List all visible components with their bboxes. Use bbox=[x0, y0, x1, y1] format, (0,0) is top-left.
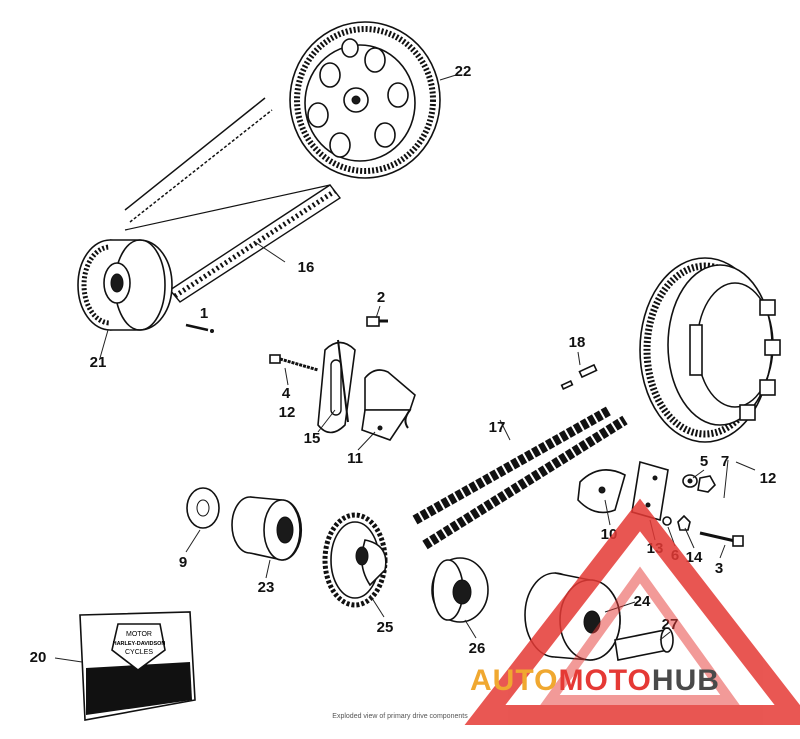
callout-9: 9 bbox=[179, 554, 187, 571]
callout-16: 16 bbox=[298, 259, 315, 276]
logo-line-1: MOTOR bbox=[126, 631, 152, 638]
washer-9 bbox=[186, 487, 220, 529]
bolt-3 bbox=[699, 531, 744, 547]
callout-3: 3 bbox=[715, 560, 723, 577]
chain-link-18 bbox=[560, 363, 598, 390]
front-pulley-21 bbox=[77, 239, 173, 331]
shaft-27 bbox=[614, 627, 674, 661]
clutch-basket bbox=[639, 257, 781, 443]
watermark-triangle bbox=[464, 498, 800, 725]
drive-belt-upper bbox=[124, 97, 331, 231]
callout-25: 25 bbox=[377, 619, 394, 636]
sprocket-25 bbox=[322, 512, 388, 608]
spacer-10 bbox=[577, 469, 626, 514]
logo-box-20: MOTOR HARLEY-DAVIDSON CYCLES bbox=[79, 611, 196, 721]
callout-11: 11 bbox=[347, 450, 363, 467]
logo-line-2: HARLEY-DAVIDSON bbox=[113, 641, 166, 647]
watermark-part-b: MOTO bbox=[558, 664, 651, 697]
lock-tab-14 bbox=[662, 514, 691, 531]
spline-hub-26 bbox=[431, 557, 489, 623]
watermark-part-a: AUTO bbox=[470, 664, 558, 697]
callout-7: 7 bbox=[721, 453, 729, 470]
drive-belt-16 bbox=[168, 184, 342, 303]
callout-22: 22 bbox=[455, 63, 472, 80]
bracket-11 bbox=[361, 369, 416, 441]
callout-23: 23 bbox=[258, 579, 275, 596]
callout-12a: 12 bbox=[279, 404, 296, 421]
hub-23 bbox=[231, 496, 303, 561]
diagram-caption: Exploded view of primary drive component… bbox=[332, 713, 468, 720]
logo-line-3: CYCLES bbox=[125, 649, 153, 656]
callout-17: 17 bbox=[489, 419, 506, 436]
callout-15: 15 bbox=[304, 430, 321, 447]
callout-1: 1 bbox=[200, 305, 208, 322]
adjuster-plate-15 bbox=[317, 339, 356, 434]
nut-7 bbox=[697, 475, 716, 493]
bolt-4 bbox=[269, 354, 319, 372]
callout-4: 4 bbox=[282, 385, 291, 402]
callout-20: 20 bbox=[30, 649, 47, 666]
rear-pulley-22 bbox=[289, 21, 441, 179]
callout-18: 18 bbox=[569, 334, 586, 351]
bolt-2 bbox=[366, 316, 388, 327]
callout-24: 24 bbox=[634, 593, 651, 610]
callout-2: 2 bbox=[377, 289, 385, 306]
washer-5 bbox=[682, 474, 698, 488]
watermark-part-c: HUB bbox=[652, 664, 720, 697]
watermark-text: AUTOMOTOHUB bbox=[470, 664, 720, 697]
pin-1 bbox=[185, 323, 214, 333]
chain-17 bbox=[412, 405, 628, 550]
callout-14: 14 bbox=[686, 549, 703, 566]
callout-21: 21 bbox=[90, 354, 107, 371]
callout-5: 5 bbox=[700, 453, 708, 470]
callout-12b: 12 bbox=[760, 470, 777, 487]
callout-26: 26 bbox=[469, 640, 486, 657]
